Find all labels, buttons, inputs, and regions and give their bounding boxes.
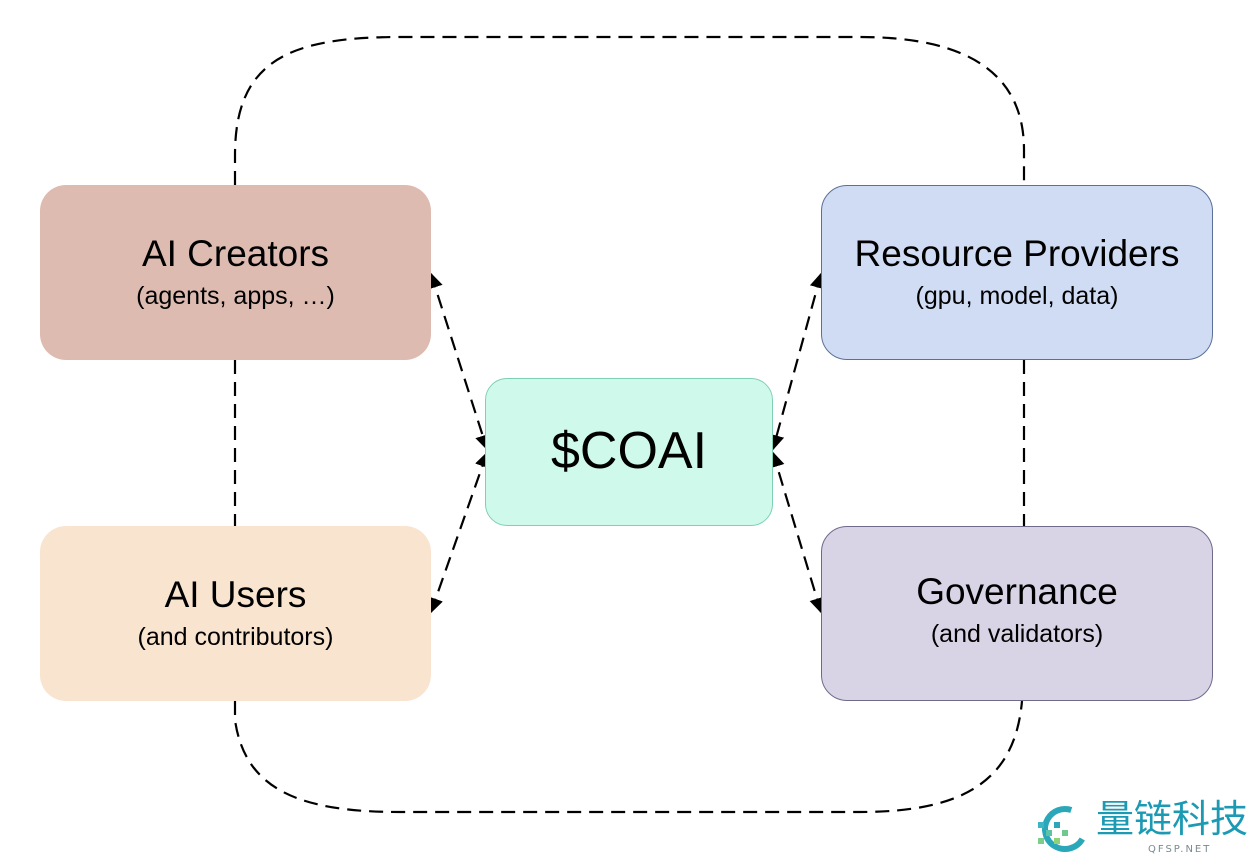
watermark-logo-icon — [1038, 806, 1088, 852]
creators-center-arrow — [427, 272, 491, 451]
ai-users-node: AI Users (and contributors) — [40, 526, 431, 701]
governance-subtitle: (and validators) — [930, 619, 1104, 648]
watermark-text: 量链科技 — [1096, 797, 1249, 841]
resource-providers-node: Resource Providers (gpu, model, data) — [821, 185, 1213, 360]
coai-token-node: $COAI — [485, 378, 773, 526]
ai-creators-title: AI Creators — [141, 232, 330, 274]
users-center-arrow — [428, 451, 490, 614]
resource-providers-title: Resource Providers — [854, 232, 1180, 274]
ai-creators-node: AI Creators (agents, apps, …) — [40, 185, 431, 360]
watermark-subtext: QFSP.NET — [1148, 844, 1212, 855]
coai-token-title: $COAI — [550, 422, 708, 481]
providers-center-arrow — [769, 272, 825, 451]
governance-node: Governance (and validators) — [821, 526, 1213, 701]
governance-title: Governance — [916, 570, 1118, 612]
loop-bottom-connector — [233, 700, 1024, 814]
ai-users-title: AI Users — [164, 573, 307, 615]
watermark: 量链科技 QFSP.NET — [1036, 800, 1256, 860]
loop-top-connector — [233, 35, 1026, 185]
ai-creators-subtitle: (agents, apps, …) — [136, 281, 335, 310]
ai-users-subtitle: (and contributors) — [137, 622, 334, 651]
governance-center-arrow — [769, 451, 825, 614]
resource-providers-subtitle: (gpu, model, data) — [915, 281, 1119, 310]
